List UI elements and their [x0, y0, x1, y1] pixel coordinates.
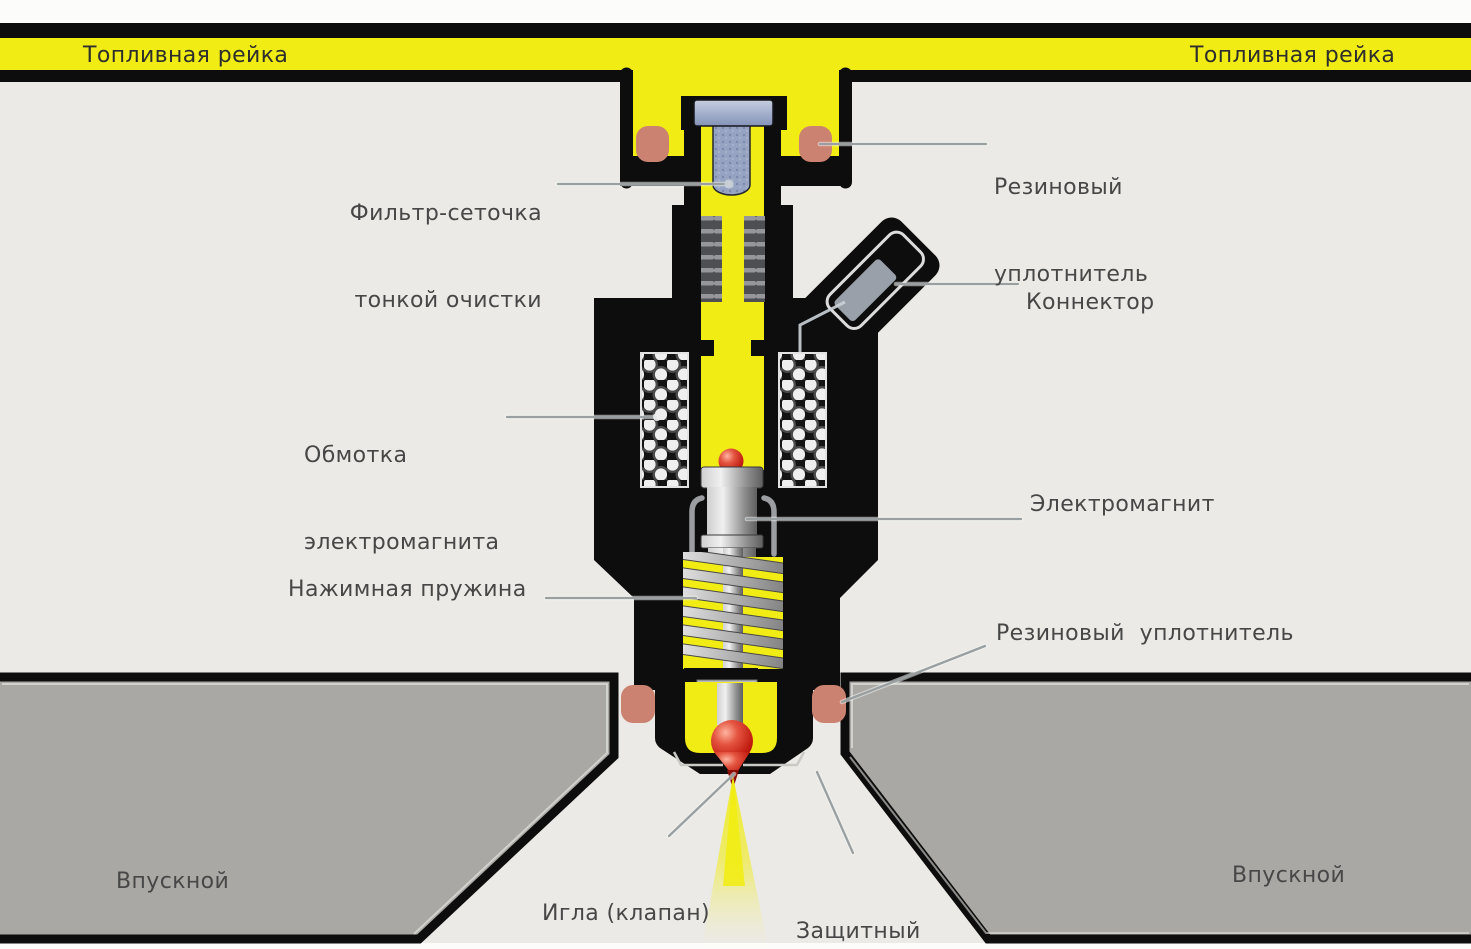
filter-tube [712, 120, 751, 196]
filter-cap [693, 99, 774, 127]
thread-left [701, 216, 722, 302]
rubber-seal-top-right [799, 126, 832, 162]
connector-wire [798, 300, 846, 352]
fuel-rail-bottom-wall-left [0, 70, 633, 82]
label-fuel-rail-right: Топливная рейка [1190, 43, 1396, 68]
coil-winding-left [640, 352, 689, 488]
pressure-spring [683, 548, 783, 690]
label-connector: Коннектор [1026, 290, 1155, 315]
connector-arm [801, 217, 940, 356]
label-coil: Обмотка электромагнита [304, 443, 500, 555]
intake-manifold-left [0, 672, 619, 944]
leader-needle-cover [815, 770, 855, 855]
coil-winding-right [778, 352, 827, 488]
retainer-clip-left [689, 495, 705, 557]
intake-manifold-right [840, 672, 1471, 944]
connector-terminal [834, 259, 897, 322]
leader-seal-bottom [840, 644, 987, 704]
leader-lines [504, 141, 1024, 856]
thread-right [744, 216, 765, 302]
label-needle: Игла (клапан) форсунки [542, 901, 710, 926]
filter-mesh [693, 99, 774, 196]
fuel-rail-bottom-wall-right [839, 70, 1471, 82]
needle-cover-rim-left [672, 751, 723, 767]
rubber-seal-top-left [636, 126, 669, 162]
label-seal-top: Резиновый уплотнитель [994, 175, 1149, 287]
rubber-seal-bottom-left [621, 685, 655, 723]
needle-cover-rim-right [743, 751, 806, 767]
label-electromagnet: Электромагнит [1030, 492, 1215, 517]
leader-needle [667, 772, 736, 838]
label-fuel-rail-left: Топливная рейка [83, 43, 289, 68]
fuel-rail-top-wall [0, 23, 1471, 38]
rubber-seal-bottom-right [812, 685, 846, 723]
top-white-strip [0, 0, 1471, 23]
label-manifold-right: Впускной коллектор [1232, 863, 1346, 888]
label-spring: Нажимная пружина [288, 577, 527, 602]
label-needle-cover: Защитный кожух иглы [796, 919, 921, 944]
label-manifold-left: Впускной коллектор [116, 869, 230, 894]
label-filter: Фильтр-сеточка тонкой очистки [349, 201, 542, 313]
fuel-rail [0, 23, 1471, 189]
spray-jet [702, 776, 768, 947]
retainer-clip-right [761, 495, 777, 557]
label-seal-bottom: Резиновый уплотнитель [996, 621, 1294, 646]
spring-stop-plate [684, 668, 758, 681]
